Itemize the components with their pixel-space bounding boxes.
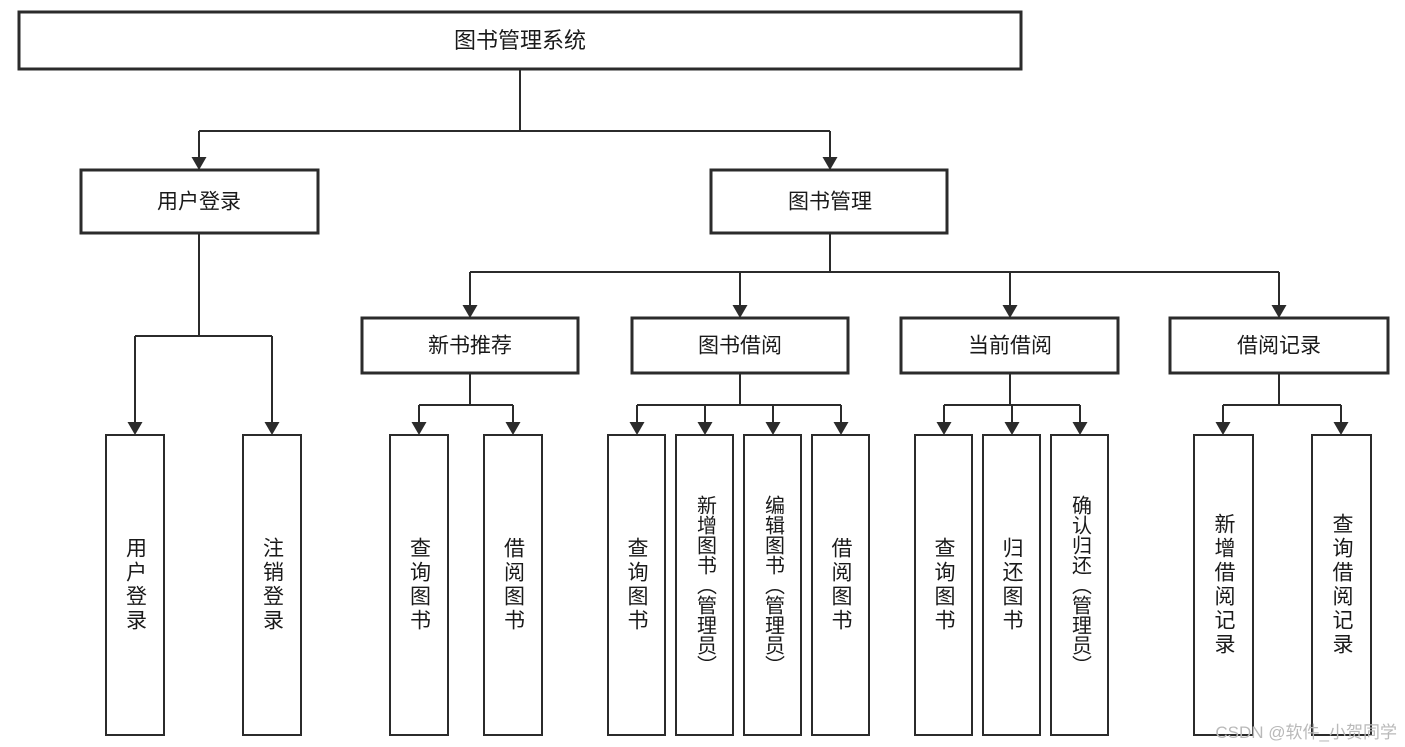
arrow-icon bbox=[1002, 305, 1018, 318]
leaf-box-borrow-book-1[interactable] bbox=[482, 433, 544, 737]
leaf-box-confirm-return-admin[interactable] bbox=[1049, 433, 1110, 737]
node-book-management-label: 图书管理 bbox=[788, 191, 872, 214]
leaf-box-return-book[interactable] bbox=[981, 433, 1042, 737]
node-user-login-label: 用户登录 bbox=[157, 191, 241, 214]
node-user-login[interactable]: 用户登录 bbox=[79, 168, 320, 235]
node-book-management[interactable]: 图书管理 bbox=[709, 168, 949, 235]
connectors-currentborrow-to-leaves bbox=[936, 373, 1088, 435]
arrow-icon bbox=[127, 422, 143, 435]
arrow-icon bbox=[505, 422, 521, 435]
arrow-icon bbox=[411, 422, 427, 435]
arrow-icon bbox=[1215, 422, 1231, 435]
node-borrow-record[interactable]: 借阅记录 bbox=[1168, 316, 1390, 375]
leaf-box-add-book-admin[interactable] bbox=[674, 433, 735, 737]
arrow-icon bbox=[629, 422, 645, 435]
connectors-bookborrow-to-leaves bbox=[629, 373, 849, 435]
leaf-box-add-borrow-record[interactable] bbox=[1192, 433, 1255, 737]
node-borrow-record-label: 借阅记录 bbox=[1237, 335, 1321, 358]
leaf-box-edit-book-admin[interactable] bbox=[742, 433, 803, 737]
node-root-system[interactable]: 图书管理系统 bbox=[17, 10, 1023, 71]
arrow-icon bbox=[765, 422, 781, 435]
arrow-icon bbox=[697, 422, 713, 435]
connectors-newbook-to-leaves bbox=[411, 373, 521, 435]
node-book-borrow[interactable]: 图书借阅 bbox=[630, 316, 850, 375]
leaf-box-query-book-3[interactable] bbox=[913, 433, 974, 737]
arrow-icon bbox=[1333, 422, 1349, 435]
leaf-box-user-login[interactable] bbox=[104, 433, 166, 737]
arrow-icon bbox=[264, 422, 280, 435]
node-new-book-recommend[interactable]: 新书推荐 bbox=[360, 316, 580, 375]
arrow-icon bbox=[191, 157, 207, 170]
node-current-borrow-label: 当前借阅 bbox=[968, 335, 1052, 358]
node-current-borrow[interactable]: 当前借阅 bbox=[899, 316, 1120, 375]
arrow-icon bbox=[1271, 305, 1287, 318]
arrow-icon bbox=[1072, 422, 1088, 435]
node-root-label: 图书管理系统 bbox=[454, 28, 586, 53]
leaf-box-logout[interactable] bbox=[241, 433, 303, 737]
node-book-borrow-label: 图书借阅 bbox=[698, 335, 782, 358]
node-new-book-recommend-label: 新书推荐 bbox=[428, 335, 512, 358]
arrow-icon bbox=[822, 157, 838, 170]
leaf-box-query-borrow-record[interactable] bbox=[1310, 433, 1373, 737]
leaf-box-query-book-1[interactable] bbox=[388, 433, 450, 737]
connectors-borrowrecord-to-leaves bbox=[1215, 373, 1349, 435]
arrow-icon bbox=[462, 305, 478, 318]
arrow-icon bbox=[936, 422, 952, 435]
arrow-icon bbox=[1004, 422, 1020, 435]
connectors-bookmgmt-to-level3 bbox=[462, 233, 1287, 318]
leaf-box-borrow-book-2[interactable] bbox=[810, 433, 871, 737]
csdn-watermark: CSDN @软件_小贺同学 bbox=[1215, 723, 1397, 742]
connectors-root-to-level2 bbox=[191, 69, 838, 170]
arrow-icon bbox=[833, 422, 849, 435]
leaf-box-query-book-2[interactable] bbox=[606, 433, 667, 737]
connectors-userlogin-to-leaves bbox=[127, 233, 280, 435]
arrow-icon bbox=[732, 305, 748, 318]
